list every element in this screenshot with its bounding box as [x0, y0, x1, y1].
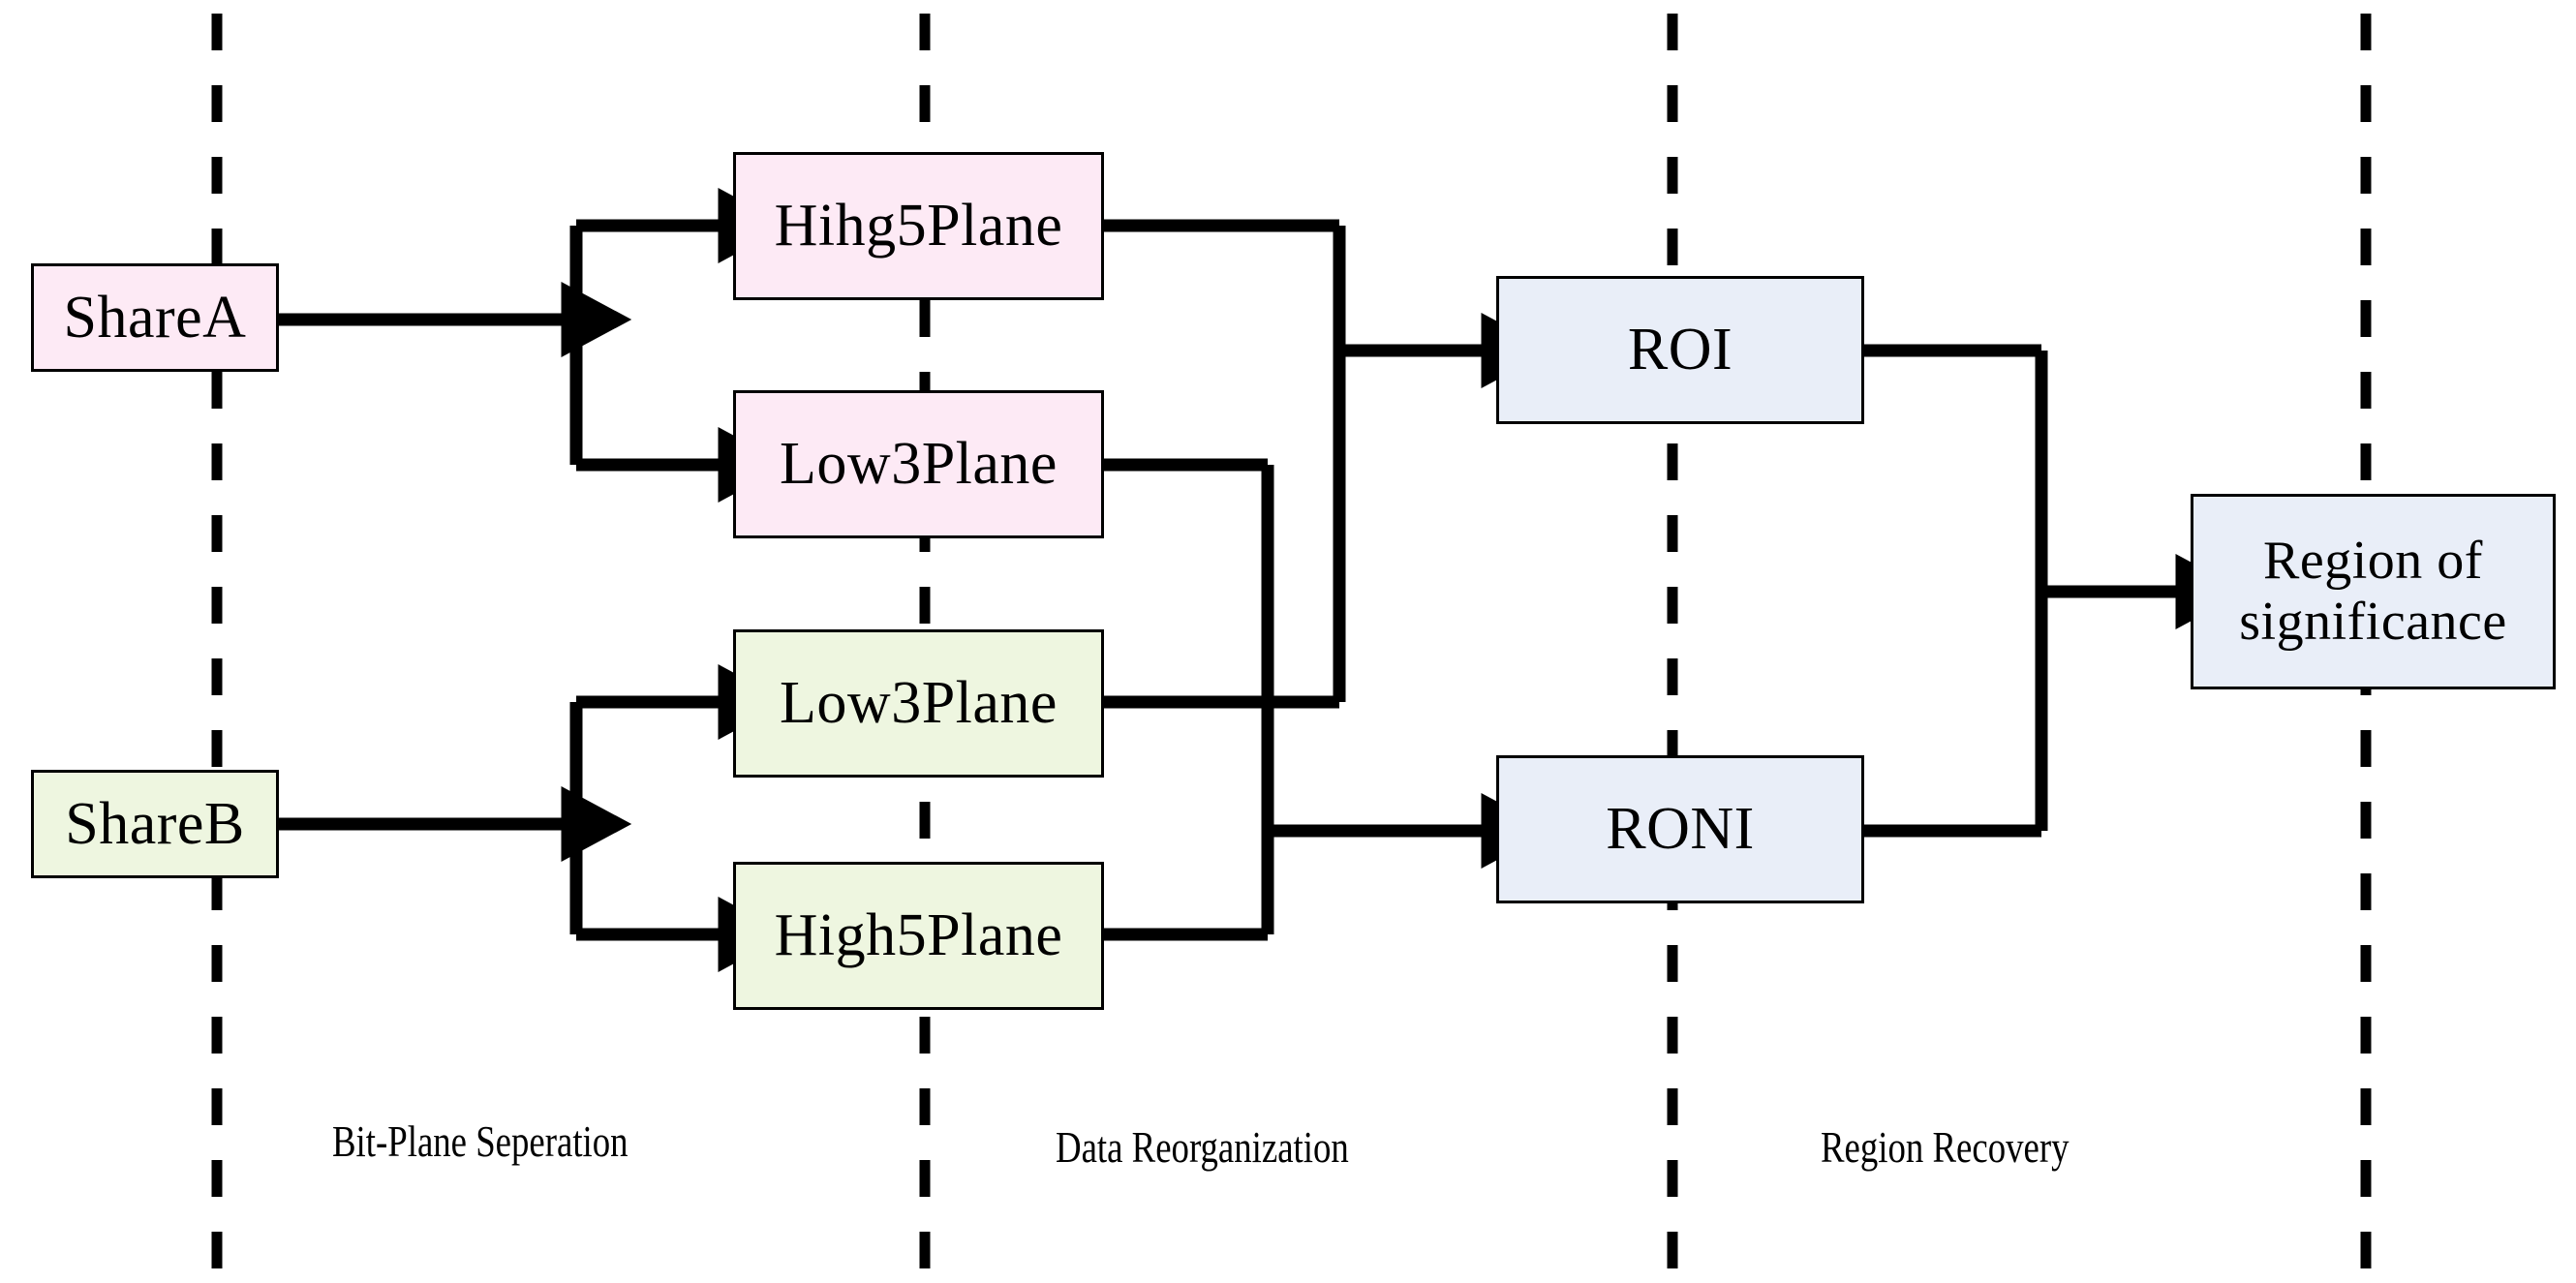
node-roni[interactable]: RONI [1496, 755, 1864, 903]
node-roi-label: ROI [1627, 317, 1733, 383]
edges [279, 188, 2247, 972]
node-region-of-significance[interactable]: Region of significance [2191, 494, 2556, 689]
node-high5plane-a[interactable]: Hihg5Plane [733, 152, 1104, 300]
node-share-a-label: ShareA [63, 284, 247, 351]
stage-label-data-reorganization: Data Reorganization [1056, 1121, 1349, 1173]
node-share-b[interactable]: ShareB [31, 770, 279, 878]
node-roi[interactable]: ROI [1496, 276, 1864, 424]
stage-label-bit-plane-seperation: Bit-Plane Seperation [332, 1115, 629, 1167]
stage-label-2-text: Data Reorganization [1056, 1122, 1349, 1172]
stage-label-3-text: Region Recovery [1821, 1122, 2070, 1172]
stage-label-1-text: Bit-Plane Seperation [332, 1116, 629, 1166]
node-roni-label: RONI [1606, 796, 1755, 863]
node-low3plane-b-label: Low3Plane [780, 670, 1058, 737]
stage-label-region-recovery: Region Recovery [1821, 1121, 2070, 1173]
node-share-a[interactable]: ShareA [31, 263, 279, 372]
node-low3plane-a-label: Low3Plane [780, 431, 1058, 498]
node-share-b-label: ShareB [65, 790, 245, 857]
node-high5plane-a-label: Hihg5Plane [774, 193, 1063, 260]
node-region-of-significance-line2: significance [2239, 592, 2507, 652]
node-region-of-significance-line1: Region of [2263, 531, 2483, 592]
node-high5plane-b[interactable]: High5Plane [733, 862, 1104, 1010]
node-low3plane-a[interactable]: Low3Plane [733, 390, 1104, 538]
node-low3plane-b[interactable]: Low3Plane [733, 629, 1104, 778]
node-high5plane-b-label: High5Plane [774, 902, 1063, 969]
